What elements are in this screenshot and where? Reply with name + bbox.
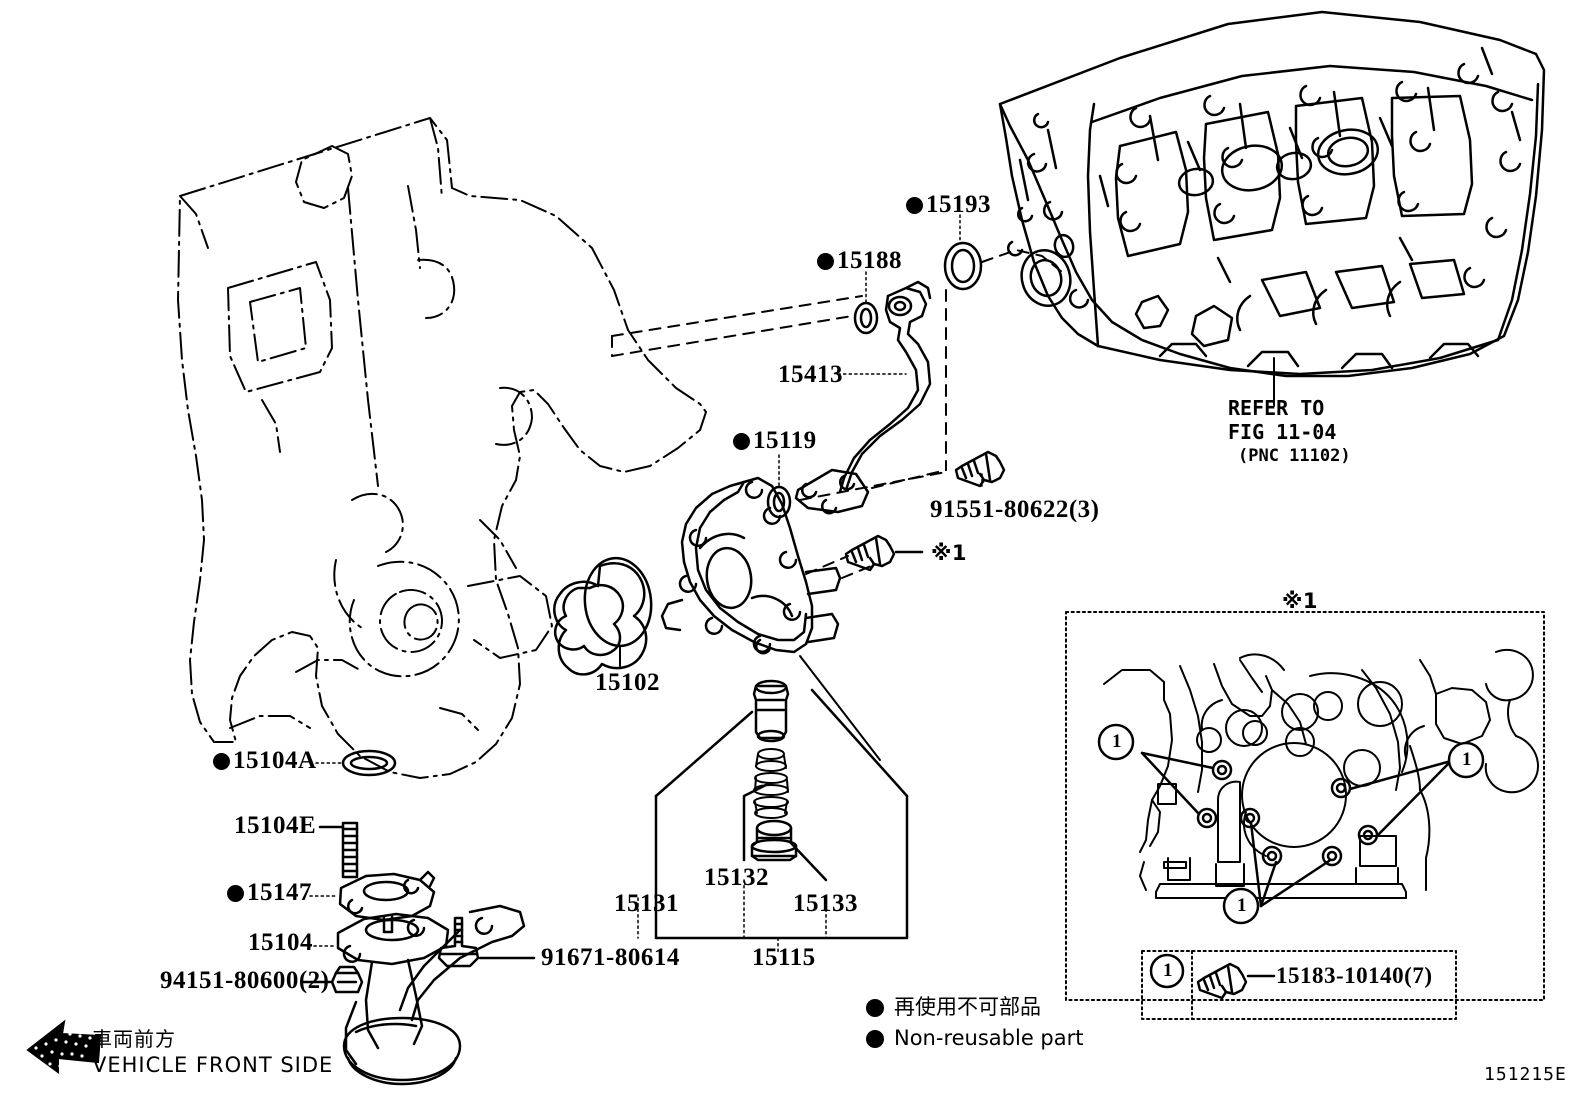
callout-label-15104E[interactable]: 15104E	[234, 813, 316, 838]
refer-to-line3: (PNC 11102)	[1238, 446, 1351, 466]
legend-text-jp: 再使用不可部品	[894, 995, 1041, 1019]
callout-label-15193[interactable]: 15193	[906, 192, 991, 217]
relief-valve-15133	[750, 819, 798, 862]
diagram-id: 151215E	[1484, 1064, 1567, 1085]
inset-box-frame	[1065, 611, 1545, 1001]
nonreusable-marker-15147	[227, 885, 244, 902]
legend-marker-jp	[866, 998, 884, 1017]
callout-number-15102: 15102	[595, 669, 660, 696]
note-marker-star1: ※1	[931, 541, 968, 565]
callout-label-15119[interactable]: 15119	[733, 428, 817, 453]
callout-number-15104E: 15104E	[234, 812, 317, 839]
callout-label-15147[interactable]: 15147	[227, 880, 312, 905]
callout-number-15104A: 15104A	[233, 747, 317, 774]
oring-15104A	[341, 749, 397, 777]
inset-note-marker: ※1	[1282, 589, 1318, 613]
group-bracket-dot-leaders	[637, 879, 827, 953]
inset-legend-part-number[interactable]: 15183-10140(7)	[1276, 963, 1433, 988]
callout-number-15104: 15104	[248, 929, 313, 956]
vehicle-front-side-en: VEHICLE FRONT SIDE	[92, 1053, 334, 1077]
seal-ring-15119	[766, 485, 792, 519]
vehicle-front-side-jp: 車両前方	[92, 1027, 176, 1051]
relief-valve-plug-15131	[752, 679, 790, 743]
timing-chain-cover-outline	[177, 117, 707, 779]
gasket-15188	[853, 301, 879, 335]
callout-number-91551: 91551-80622(3)	[930, 496, 1100, 523]
callout-label-94151[interactable]: 94151-80600(2)	[160, 968, 329, 993]
oring-15193	[943, 241, 983, 291]
nonreusable-legend: 再使用不可部品 Non-reusable part	[866, 994, 1083, 1052]
pump-body-dash-to-bolt	[841, 563, 877, 579]
group-bracket-leaders	[654, 688, 909, 882]
inset-legend-bolt	[1196, 962, 1248, 1000]
callout-number-91671: 91671-80614	[541, 944, 680, 971]
vehicle-front-arrow	[26, 1019, 102, 1074]
callout-number-15132: 15132	[704, 864, 769, 891]
callout-label-15115[interactable]: 15115	[752, 945, 816, 970]
bolt-star1	[844, 534, 896, 572]
callout-label-15132[interactable]: 15132	[704, 865, 769, 890]
cylinder-block-outline	[998, 10, 1546, 378]
inset-note-marker-text: ※1	[1282, 589, 1319, 613]
inset-legend-bubble	[1149, 953, 1185, 989]
callout-number-15413: 15413	[778, 361, 843, 388]
callout-number-15188: 15188	[837, 247, 902, 274]
callout-number-15147: 15147	[247, 879, 312, 906]
inset-bubble-number-2: 1	[1462, 749, 1472, 770]
bolt-91671-80614	[437, 916, 480, 968]
callout-number-15193: 15193	[926, 191, 991, 218]
group-bracket-15115	[654, 794, 909, 940]
washer-94151	[330, 965, 364, 994]
oil-pipe-15413	[794, 280, 932, 515]
inset-bubble-number-3: 1	[1237, 895, 1247, 916]
refer-to-line1: REFER TO	[1228, 396, 1325, 420]
callout-number-15115: 15115	[752, 944, 816, 971]
pump-body-leader-down	[799, 655, 881, 761]
callout-number-15131: 15131	[614, 890, 679, 917]
nonreusable-marker-15119	[733, 433, 750, 450]
callout-label-91671[interactable]: 91671-80614	[541, 945, 680, 970]
inset-bubble-circles	[1097, 723, 1485, 925]
callout-label-15102[interactable]: 15102	[595, 670, 660, 695]
nonreusable-marker-15104A	[213, 753, 230, 770]
inset-legend-index: 1	[1163, 960, 1173, 981]
bolt-91551-80622	[954, 450, 1006, 488]
alignment-dash-15193	[981, 249, 1063, 273]
inset-bolt-markers	[1196, 759, 1379, 867]
valve-spring-15132	[753, 748, 789, 819]
assembly-dash-guides	[611, 289, 947, 501]
refer-to-line2: FIG 11-04	[1228, 420, 1337, 444]
callout-label-15133[interactable]: 15133	[793, 891, 858, 916]
refer-to-block: REFER TO FIG 11-04 (PNC 11102)	[1228, 396, 1351, 468]
callout-label-15413[interactable]: 15413	[778, 362, 843, 387]
callout-number-15133: 15133	[793, 890, 858, 917]
callout-label-91551[interactable]: 91551-80622(3)	[930, 497, 1099, 522]
callout-number-94151: 94151-80600(2)	[160, 967, 330, 994]
callout-label-star1[interactable]: ※1	[931, 541, 967, 565]
oil-pump-body	[660, 476, 842, 655]
nonreusable-marker-15193	[906, 197, 923, 214]
callout-label-15131[interactable]: 15131	[614, 891, 679, 916]
vehicle-front-side-label: 車両前方 VEHICLE FRONT SIDE	[92, 1026, 333, 1078]
callout-label-15188[interactable]: 15188	[817, 248, 902, 273]
oil-pump-rotor-15102	[553, 556, 653, 676]
inset-bubble-number-1: 1	[1112, 731, 1122, 752]
gasket-15147	[338, 870, 436, 934]
nonreusable-marker-15188	[817, 253, 834, 270]
inset-legend-frame	[1141, 950, 1457, 1020]
oil-strainer-15104	[336, 904, 526, 1086]
stud-15104E	[341, 821, 359, 879]
legend-marker-en	[866, 1029, 884, 1048]
legend-text-en: Non-reusable part	[894, 1026, 1084, 1050]
callout-label-15104A[interactable]: 15104A	[213, 748, 317, 773]
callout-label-15104[interactable]: 15104	[248, 930, 313, 955]
inset-leader-lines	[1140, 751, 1453, 908]
callout-number-15119: 15119	[753, 427, 817, 454]
